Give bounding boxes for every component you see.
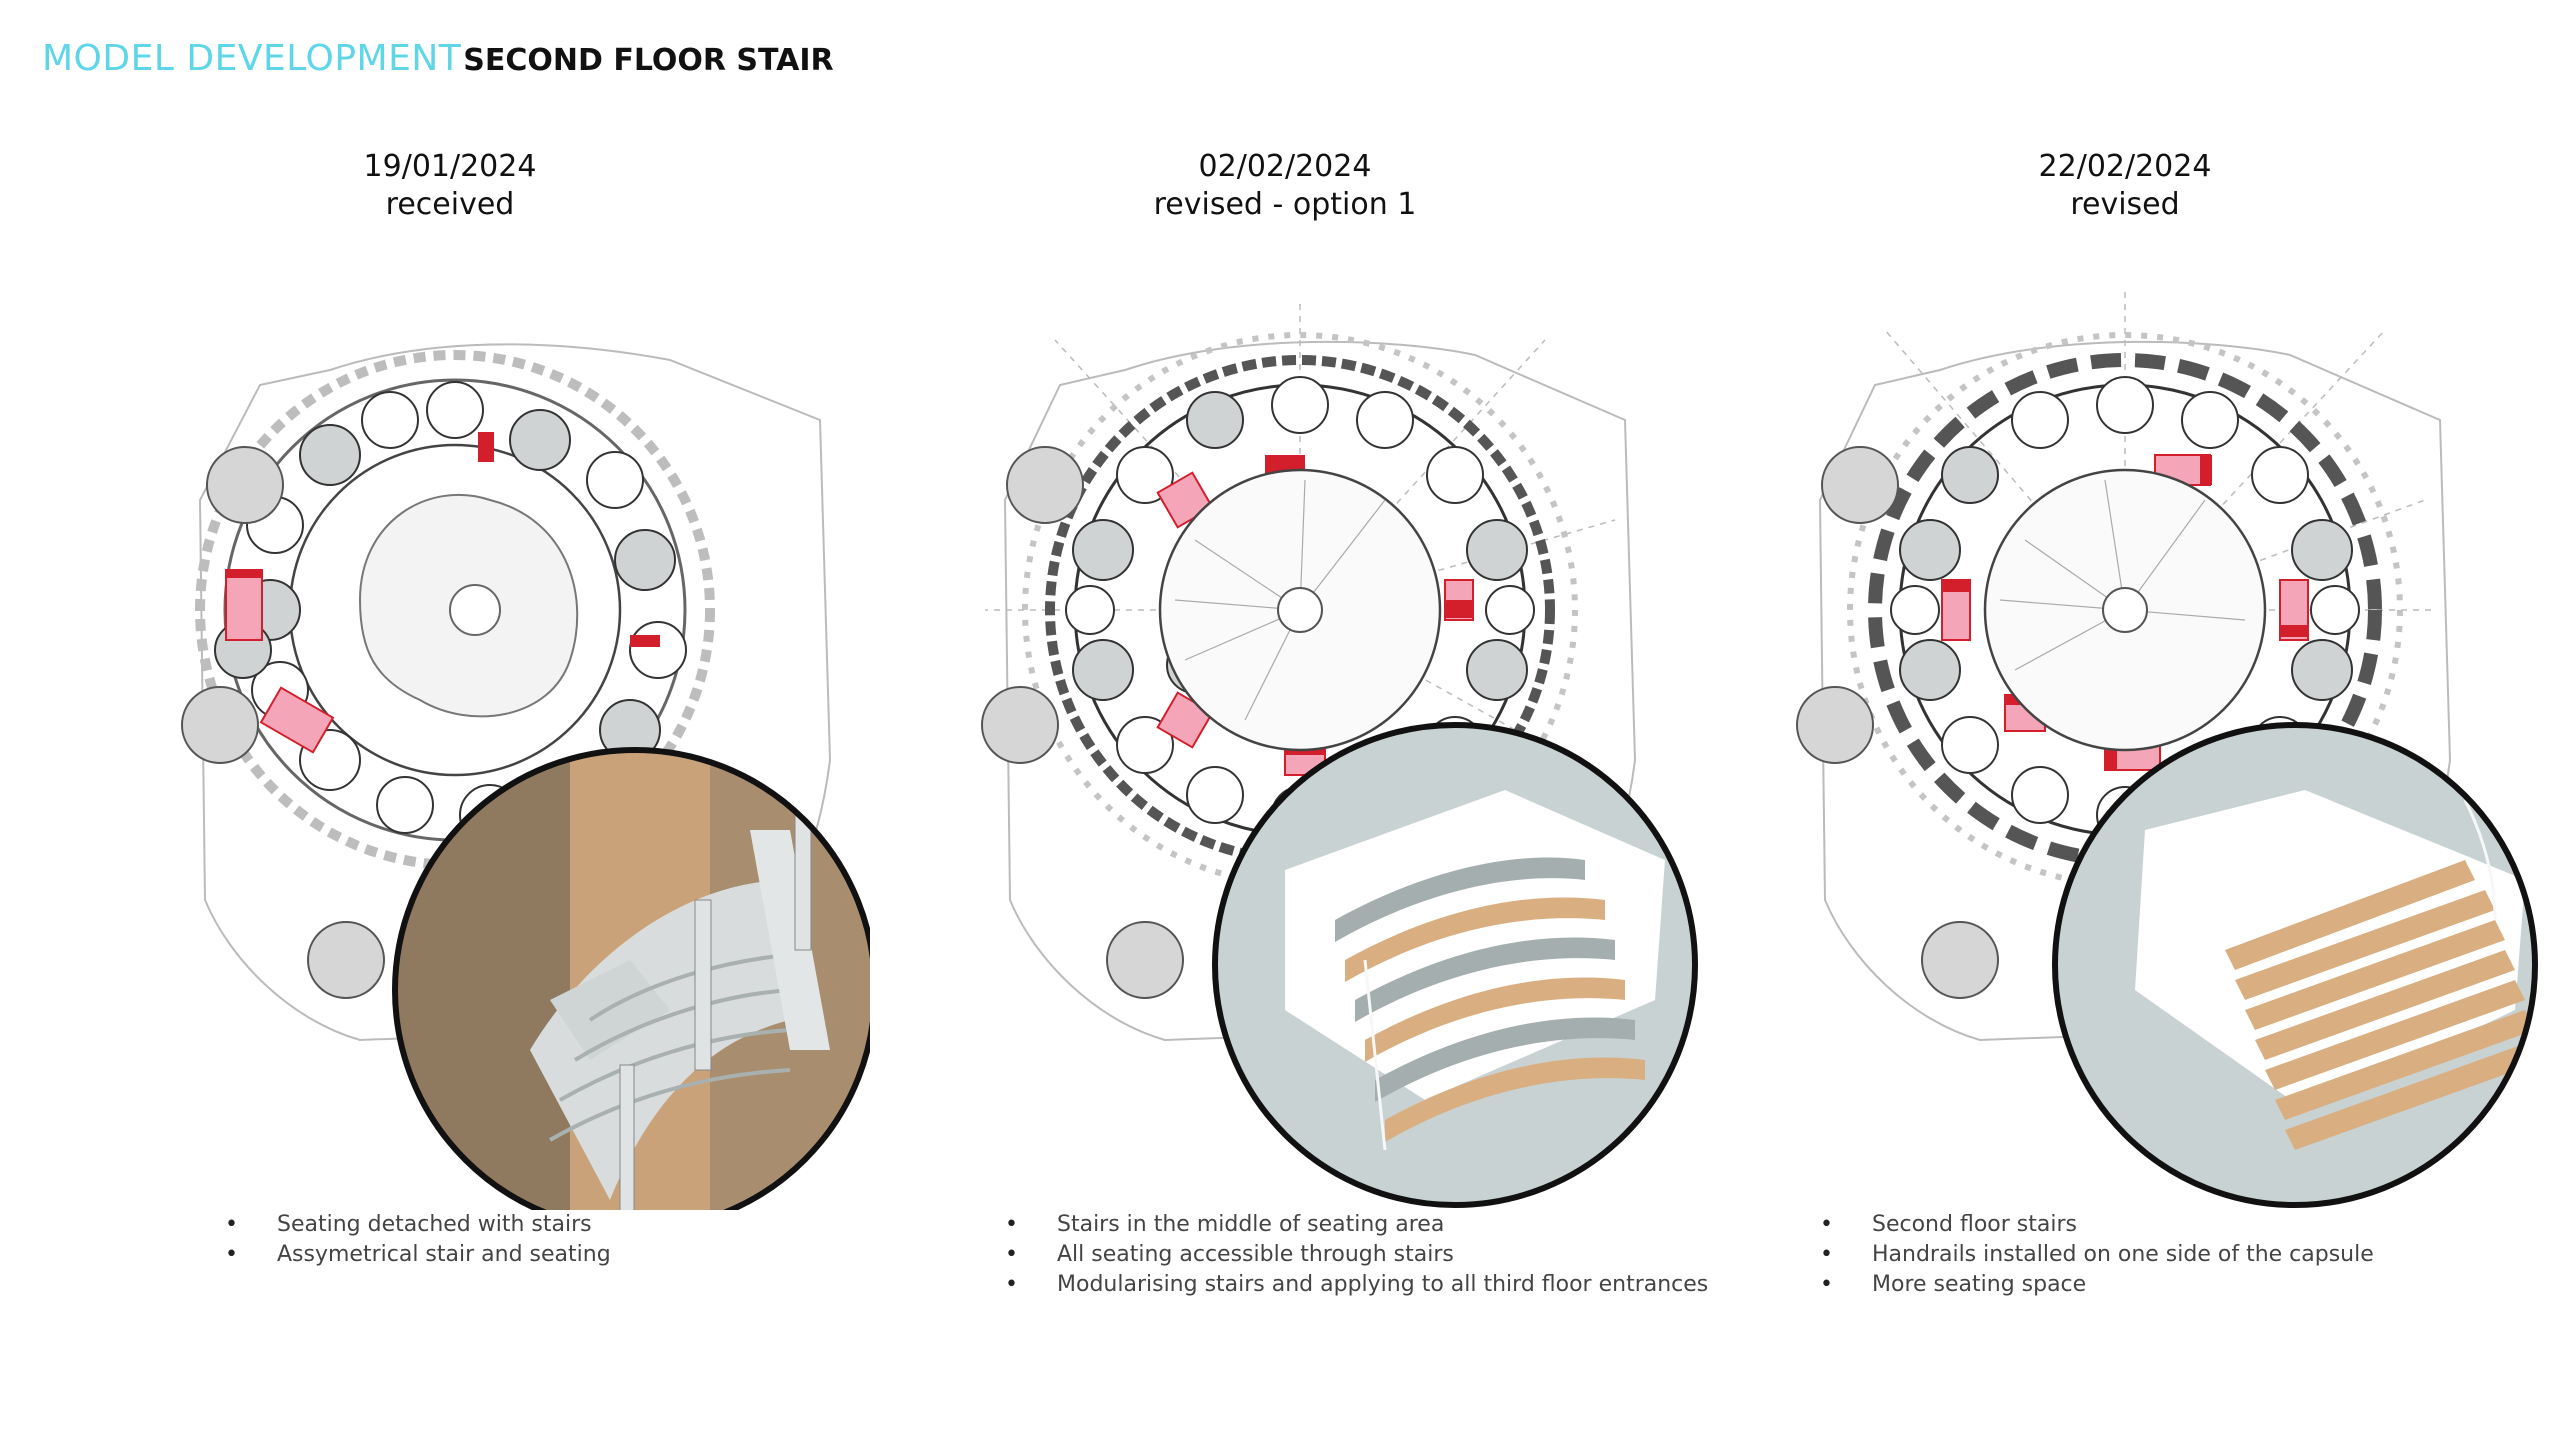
panel-1-floor-plan	[181, 343, 870, 1210]
outer-scallop-ring	[1868, 353, 2382, 867]
panel-2-note: All seating accessible through stairs	[1005, 1240, 1708, 1270]
satellite-pods	[181, 446, 385, 999]
panel-3-note: More seating space	[1820, 1270, 2374, 1300]
panel-2-notes: Stairs in the middle of seating area All…	[1005, 1210, 1708, 1300]
panel-2-title: 02/02/2024 revised - option 1	[865, 148, 1705, 224]
central-void	[2102, 587, 2148, 633]
panel-3-detail-frame	[2052, 722, 2538, 1208]
panel-3-date: 22/02/2024	[2038, 149, 2212, 184]
panel-2-detail-model	[1215, 725, 1695, 1205]
header-main-title: SECOND FLOOR STAIR	[463, 43, 834, 78]
panel-3-status: revised	[2070, 187, 2180, 222]
outer-dot-ring	[1022, 332, 1578, 888]
panel-1: 19/01/2024 received	[30, 0, 870, 1440]
outer-dot-ring	[1847, 332, 2403, 888]
page-header: MODEL DEVELOPMENTSECOND FLOOR STAIR	[42, 38, 834, 79]
panel-2-detail-frame	[1212, 722, 1698, 1208]
panel-2-status: revised - option 1	[1153, 187, 1417, 222]
panel-3-detail-model	[2055, 725, 2535, 1205]
panel-3-title: 22/02/2024 revised	[1705, 148, 2545, 224]
header-accent-title: MODEL DEVELOPMENT	[42, 38, 462, 79]
panel-1-note: Seating detached with stairs	[225, 1210, 611, 1240]
panel-2-note: Modularising stairs and applying to all …	[1005, 1270, 1708, 1300]
panel-3-notes: Second floor stairs Handrails installed …	[1820, 1210, 2374, 1300]
panel-2-note: Stairs in the middle of seating area	[1005, 1210, 1708, 1240]
central-void	[1277, 587, 1323, 633]
panel-2-floor-plan	[981, 300, 1698, 1208]
panel-1-title: 19/01/2024 received	[30, 148, 870, 224]
model-stair-steps	[2225, 860, 2535, 1150]
panel-2: 02/02/2024 revised - option 1	[865, 0, 1708, 1440]
panel-1-detail-render	[395, 750, 870, 1210]
panel-1-date: 19/01/2024	[363, 149, 537, 184]
panel-3-note: Second floor stairs	[1820, 1210, 2374, 1240]
model-stair-steps	[1335, 857, 1645, 1142]
panel-3-note: Handrails installed on one side of the c…	[1820, 1240, 2374, 1270]
central-void	[449, 584, 501, 636]
panel-1-notes: Seating detached with stairs Assymetrica…	[225, 1210, 611, 1270]
stair-highlights	[225, 432, 660, 754]
panel-1-status: received	[385, 187, 515, 222]
panel-1-detail-frame	[392, 747, 870, 1210]
panel-3-floor-plan	[1796, 290, 2538, 1208]
panel-1-note: Assymetrical stair and seating	[225, 1240, 611, 1270]
panel-2-date: 02/02/2024	[1198, 149, 1372, 184]
satellite-pods	[1796, 446, 1999, 999]
panel-3: 22/02/2024 revised	[1705, 0, 2545, 1440]
satellite-pods	[981, 446, 1184, 999]
